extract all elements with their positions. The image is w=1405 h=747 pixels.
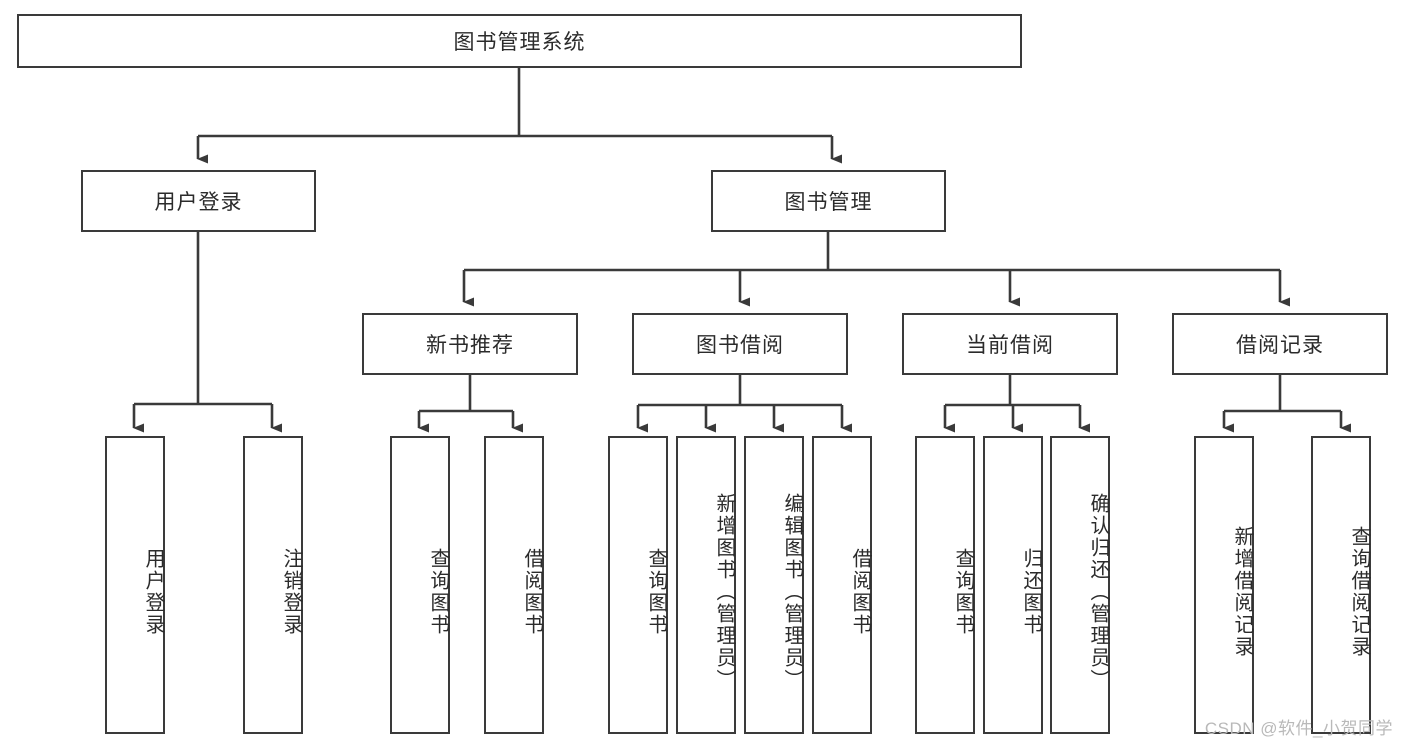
node-label: 借阅记录 bbox=[1236, 334, 1324, 357]
watermark: CSDN @软件_小贺同学 bbox=[1204, 719, 1393, 738]
node-label: 用户登录 bbox=[142, 548, 164, 636]
leaf-current-confirm-return-admin[interactable]: 确认归还（管理员） bbox=[1050, 436, 1110, 734]
node-label: 借阅图书 bbox=[849, 548, 871, 636]
node-label: 图书管理系统 bbox=[453, 31, 586, 54]
node-label: 借阅图书 bbox=[521, 548, 543, 636]
leaf-user-login-logout[interactable]: 注销登录 bbox=[243, 436, 303, 734]
node-user-login[interactable]: 用户登录 bbox=[81, 170, 316, 232]
leaf-current-return-book[interactable]: 归还图书 bbox=[983, 436, 1043, 734]
leaf-user-login-login[interactable]: 用户登录 bbox=[105, 436, 165, 734]
node-new-book-recommend[interactable]: 新书推荐 bbox=[362, 313, 578, 375]
node-label: 确认归还（管理员） bbox=[1087, 493, 1109, 691]
node-label: 查询借阅记录 bbox=[1348, 526, 1370, 658]
node-label: 当前借阅 bbox=[966, 334, 1054, 357]
node-borrow-record[interactable]: 借阅记录 bbox=[1172, 313, 1388, 375]
leaf-recommend-borrow-book[interactable]: 借阅图书 bbox=[484, 436, 544, 734]
node-label: 新增图书（管理员） bbox=[713, 493, 735, 691]
node-label: 查询图书 bbox=[952, 548, 974, 636]
node-label: 归还图书 bbox=[1020, 548, 1042, 636]
leaf-borrow-query-book[interactable]: 查询图书 bbox=[608, 436, 668, 734]
leaf-borrow-add-book-admin[interactable]: 新增图书（管理员） bbox=[676, 436, 736, 734]
leaf-record-add-borrow-record[interactable]: 新增借阅记录 bbox=[1194, 436, 1254, 734]
leaf-recommend-query-book[interactable]: 查询图书 bbox=[390, 436, 450, 734]
node-book-management[interactable]: 图书管理 bbox=[711, 170, 946, 232]
node-label: 查询图书 bbox=[427, 548, 449, 636]
node-label: 注销登录 bbox=[280, 548, 302, 636]
node-root-book-management-system[interactable]: 图书管理系统 bbox=[17, 14, 1022, 68]
node-book-borrow[interactable]: 图书借阅 bbox=[632, 313, 848, 375]
leaf-current-query-book[interactable]: 查询图书 bbox=[915, 436, 975, 734]
node-label: 用户登录 bbox=[154, 191, 243, 214]
node-label: 图书借阅 bbox=[696, 334, 784, 357]
node-label: 新书推荐 bbox=[426, 334, 514, 357]
node-label: 新增借阅记录 bbox=[1231, 526, 1253, 658]
leaf-record-query-borrow-record[interactable]: 查询借阅记录 bbox=[1311, 436, 1371, 734]
node-label: 编辑图书（管理员） bbox=[781, 493, 803, 691]
node-label: 图书管理 bbox=[784, 191, 873, 214]
leaf-borrow-edit-book-admin[interactable]: 编辑图书（管理员） bbox=[744, 436, 804, 734]
leaf-borrow-borrow-book[interactable]: 借阅图书 bbox=[812, 436, 872, 734]
node-label: 查询图书 bbox=[645, 548, 667, 636]
node-current-borrow[interactable]: 当前借阅 bbox=[902, 313, 1118, 375]
